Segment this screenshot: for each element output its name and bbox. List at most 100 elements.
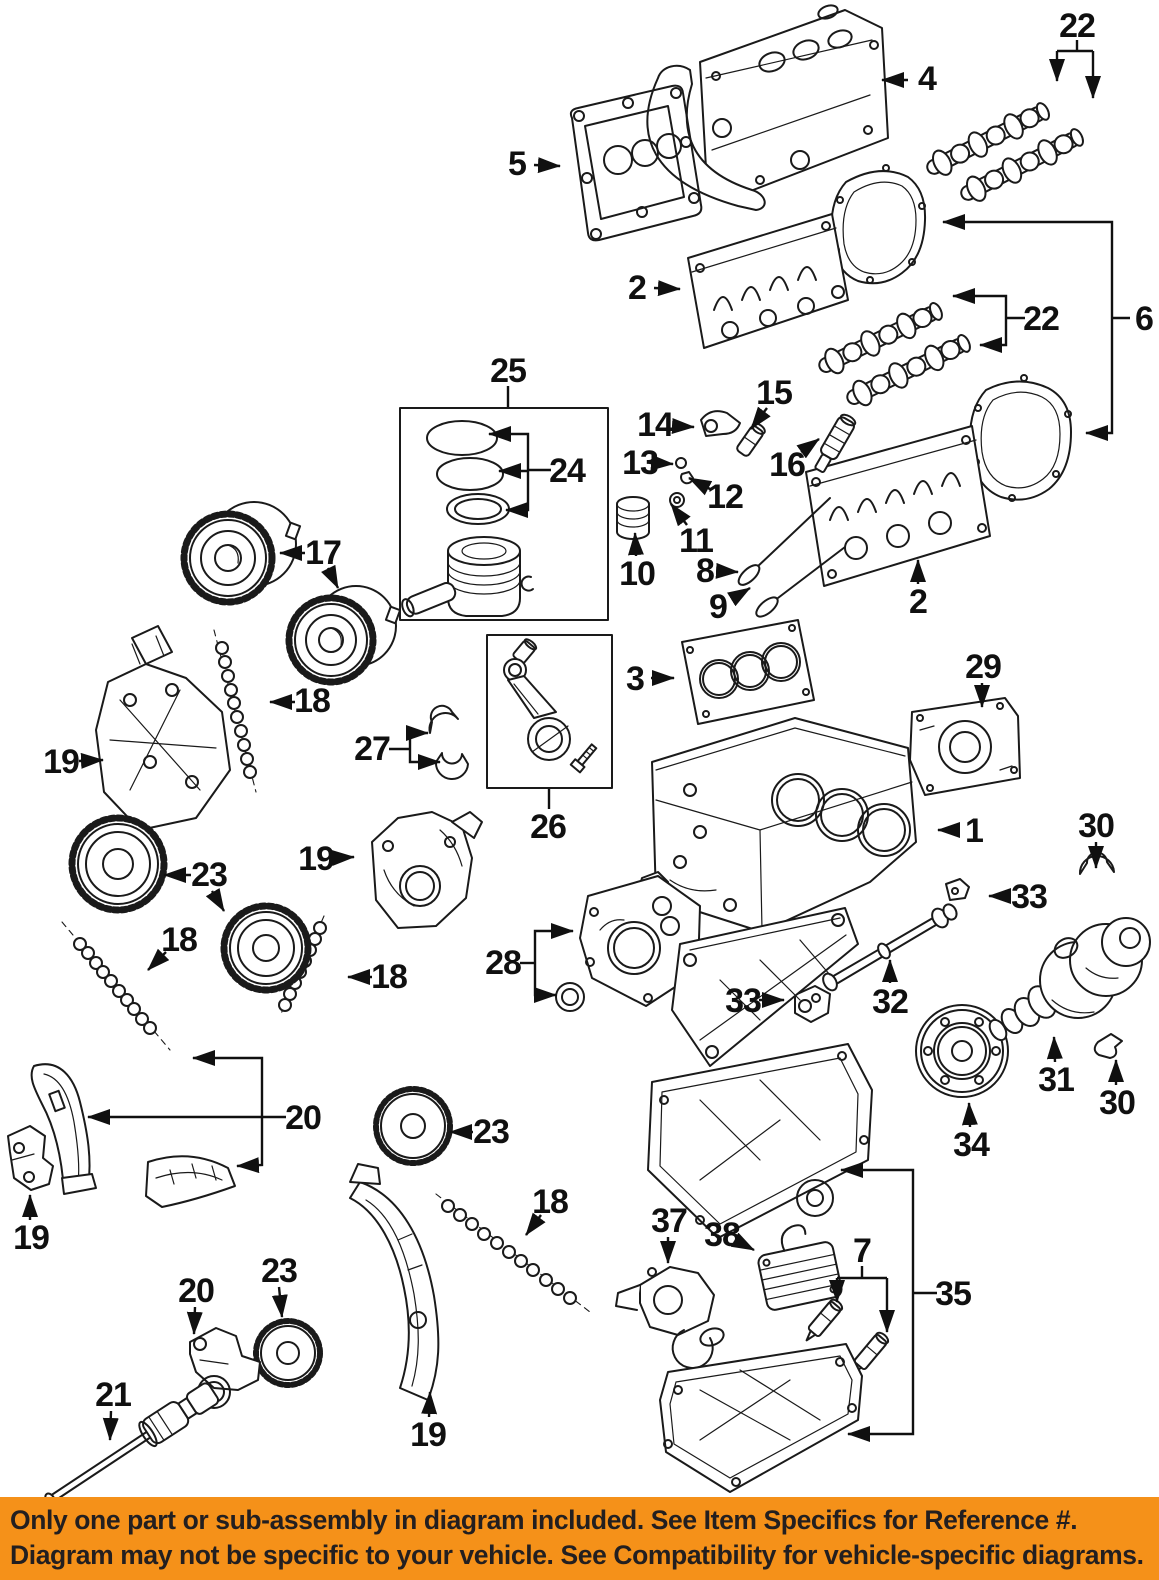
callout-number-30: 30 [1078,807,1114,845]
part-timing-chain-bottom [435,1193,591,1313]
callout-number-19: 19 [13,1219,49,1257]
callout-number-10: 10 [619,555,655,593]
callout-number-31: 31 [1038,1061,1074,1099]
callout-number-35: 35 [935,1275,971,1313]
callout-number-21: 21 [95,1376,131,1414]
part-valve-cover-gasket [569,84,703,242]
part-guide-blade [349,1163,440,1401]
callout-leader-14 [671,418,695,434]
callout-number-19: 19 [43,743,79,781]
part-oil-pump [615,1266,725,1369]
callout-number-20: 20 [285,1099,321,1137]
callout-number-18: 18 [532,1183,568,1221]
part-connecting-rod-box [486,634,613,789]
callout-number-23: 23 [261,1252,297,1290]
callout-leader-2 [653,280,681,297]
part-head-gasket [681,619,815,725]
callout-number-2: 2 [909,583,927,621]
part-lash-adjuster [736,422,766,457]
part-bedplate [671,907,859,1067]
callout-leader-10 [627,532,644,557]
callout-leader-28 [533,923,574,963]
part-cylinder-head-right [805,425,991,587]
callout-leader-11 [670,503,691,527]
callout-leader-9 [727,586,751,607]
part-cam-cover-rear-lower [969,374,1072,502]
callout-number-19: 19 [410,1416,446,1454]
callout-leader-28 [533,963,557,1003]
part-timing-chain-upper [213,629,257,793]
callout-number-32: 32 [872,983,908,1021]
callout-number-19: 19 [298,840,334,878]
callout-number-22: 22 [1023,300,1059,338]
callout-leader-38 [730,1232,755,1252]
callout-leader-19 [331,850,355,866]
part-gear-mid [220,902,312,994]
part-woodruff-key-right [945,878,970,901]
callout-number-26: 26 [530,808,566,846]
callout-leader-22 [979,318,1008,353]
callout-leader-35 [847,1293,915,1442]
callout-leader-13 [650,454,674,471]
part-oil-cooler [757,1224,843,1311]
callout-leader-6 [942,214,1114,318]
part-vvt-sprocket-2 [285,585,402,686]
part-camshaft-pair-mid [813,296,976,413]
callout-leader-35 [840,1162,915,1293]
part-cylinder-head-upper [687,213,849,349]
callout-number-38: 38 [704,1216,740,1254]
callout-number-1: 1 [965,812,983,850]
part-valve-cap [675,457,687,469]
part-camshaft-pair-top [921,96,1089,209]
callout-number-25: 25 [490,352,526,390]
disclaimer-line-2: Diagram may not be specific to your vehi… [10,1540,1144,1570]
part-cam-cover-rear-upper [830,164,927,285]
callout-leader-24 [488,426,530,470]
callout-number-18: 18 [294,682,330,720]
part-balance-shaft [822,903,958,992]
part-timing-cover-oil-pump [579,875,701,1007]
part-oil-level-shaft [44,1382,220,1506]
callout-leader-31 [1046,1036,1063,1063]
part-chain-tensioner-left [7,1125,54,1191]
callout-number-23: 23 [473,1113,509,1151]
callout-number-29: 29 [965,648,1001,686]
callout-leader-23 [271,1286,288,1318]
part-piston-ring-kit-box [399,407,609,621]
callout-number-4: 4 [918,60,937,98]
part-rear-seal-plate [909,697,1021,796]
part-crank-damper [915,1004,1009,1098]
callout-leader-15 [750,406,771,430]
part-crankshaft [988,917,1151,1042]
part-rod-bearing-shells [428,704,469,780]
part-cam-solenoid [814,413,857,474]
part-lower-oil-pan [659,1343,863,1493]
callout-number-22: 22 [1059,7,1095,45]
callout-leader-18 [525,1212,546,1236]
callout-leader-21 [102,1410,119,1441]
callout-number-18: 18 [371,958,407,996]
part-rocker-arm [700,410,741,437]
callout-leader-5 [533,157,561,174]
callout-number-9: 9 [709,588,727,626]
callout-leader-24 [505,470,530,518]
callout-number-14: 14 [637,406,674,444]
part-guide-rail-tall [30,1063,97,1195]
callout-number-33: 33 [1011,878,1047,916]
part-valve-keeper [680,471,694,485]
callout-number-6: 6 [1135,300,1153,338]
callout-number-13: 13 [622,444,658,482]
part-upper-oil-pan [647,1043,873,1239]
callout-leader-12 [688,476,713,496]
part-woodruff-key-lower [1093,1033,1123,1059]
part-valve-cover [646,4,889,211]
part-crank-seal [555,982,585,1012]
callout-leader-23 [205,888,226,912]
callout-number-23: 23 [191,856,227,894]
callout-number-3: 3 [626,660,644,698]
callout-leader-18 [147,948,170,971]
disclaimer-line-1: Only one part or sub-assembly in diagram… [10,1505,1078,1536]
part-gear-lowest [253,1318,323,1388]
